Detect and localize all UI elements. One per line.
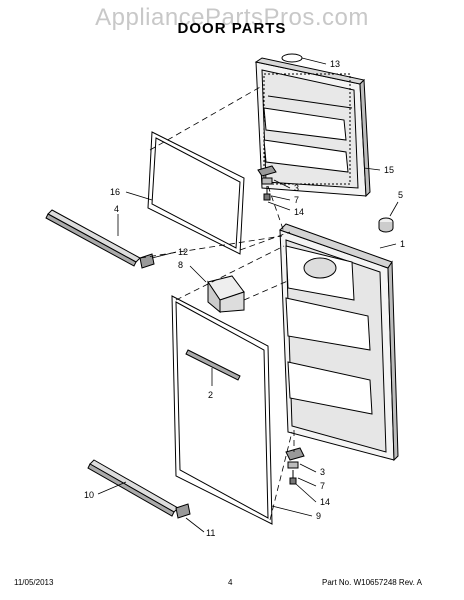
- handle-bar-10: [87, 459, 179, 517]
- callout-9: 9: [316, 511, 321, 521]
- fresh-food-door: [279, 223, 399, 462]
- gasket-13: [281, 53, 303, 63]
- callout-13: 13: [330, 59, 340, 69]
- callout-14-lower: 14: [320, 497, 330, 507]
- callout-10: 10: [84, 490, 94, 500]
- callout-16: 16: [110, 187, 120, 197]
- callout-2: 2: [208, 390, 213, 400]
- callout-3-upper: 3: [294, 183, 299, 193]
- callout-8: 8: [178, 260, 183, 270]
- callout-15: 15: [384, 165, 394, 175]
- upper-hinge: [257, 165, 277, 201]
- callout-5: 5: [398, 190, 403, 200]
- watermark: AppliancePartsPros.com: [95, 4, 369, 31]
- footer-page: 4: [228, 578, 233, 587]
- dairy-bin-8: [207, 275, 245, 314]
- part-5: [378, 217, 394, 233]
- part-11: [175, 503, 191, 519]
- footer-part-no: Part No. W10657248 Rev. A: [322, 578, 422, 587]
- callout-7-lower: 7: [320, 481, 325, 491]
- callout-3-lower: 3: [320, 467, 325, 477]
- fresh-food-gasket: [171, 295, 273, 525]
- freezer-gasket: [147, 131, 245, 255]
- callout-1: 1: [400, 239, 405, 249]
- handle-bar-4: [45, 209, 141, 267]
- bar-2: [185, 349, 241, 381]
- callout-12: 12: [178, 247, 188, 257]
- callout-11: 11: [206, 528, 215, 538]
- callout-4: 4: [114, 204, 119, 214]
- lower-hinge: [285, 447, 305, 485]
- diagram-title: DOOR PARTS: [177, 20, 287, 37]
- callout-7-upper: 7: [294, 195, 299, 205]
- footer-date: 11/05/2013: [14, 578, 54, 587]
- leader-lines: [97, 57, 399, 533]
- callout-14-upper: 14: [294, 207, 304, 217]
- callout-labels: 13 15 3 7 14 5 1 16 4 12 8 2 3 7 14 10 9…: [84, 59, 405, 538]
- assembly-lines: [139, 85, 295, 521]
- freezer-door: [254, 57, 371, 198]
